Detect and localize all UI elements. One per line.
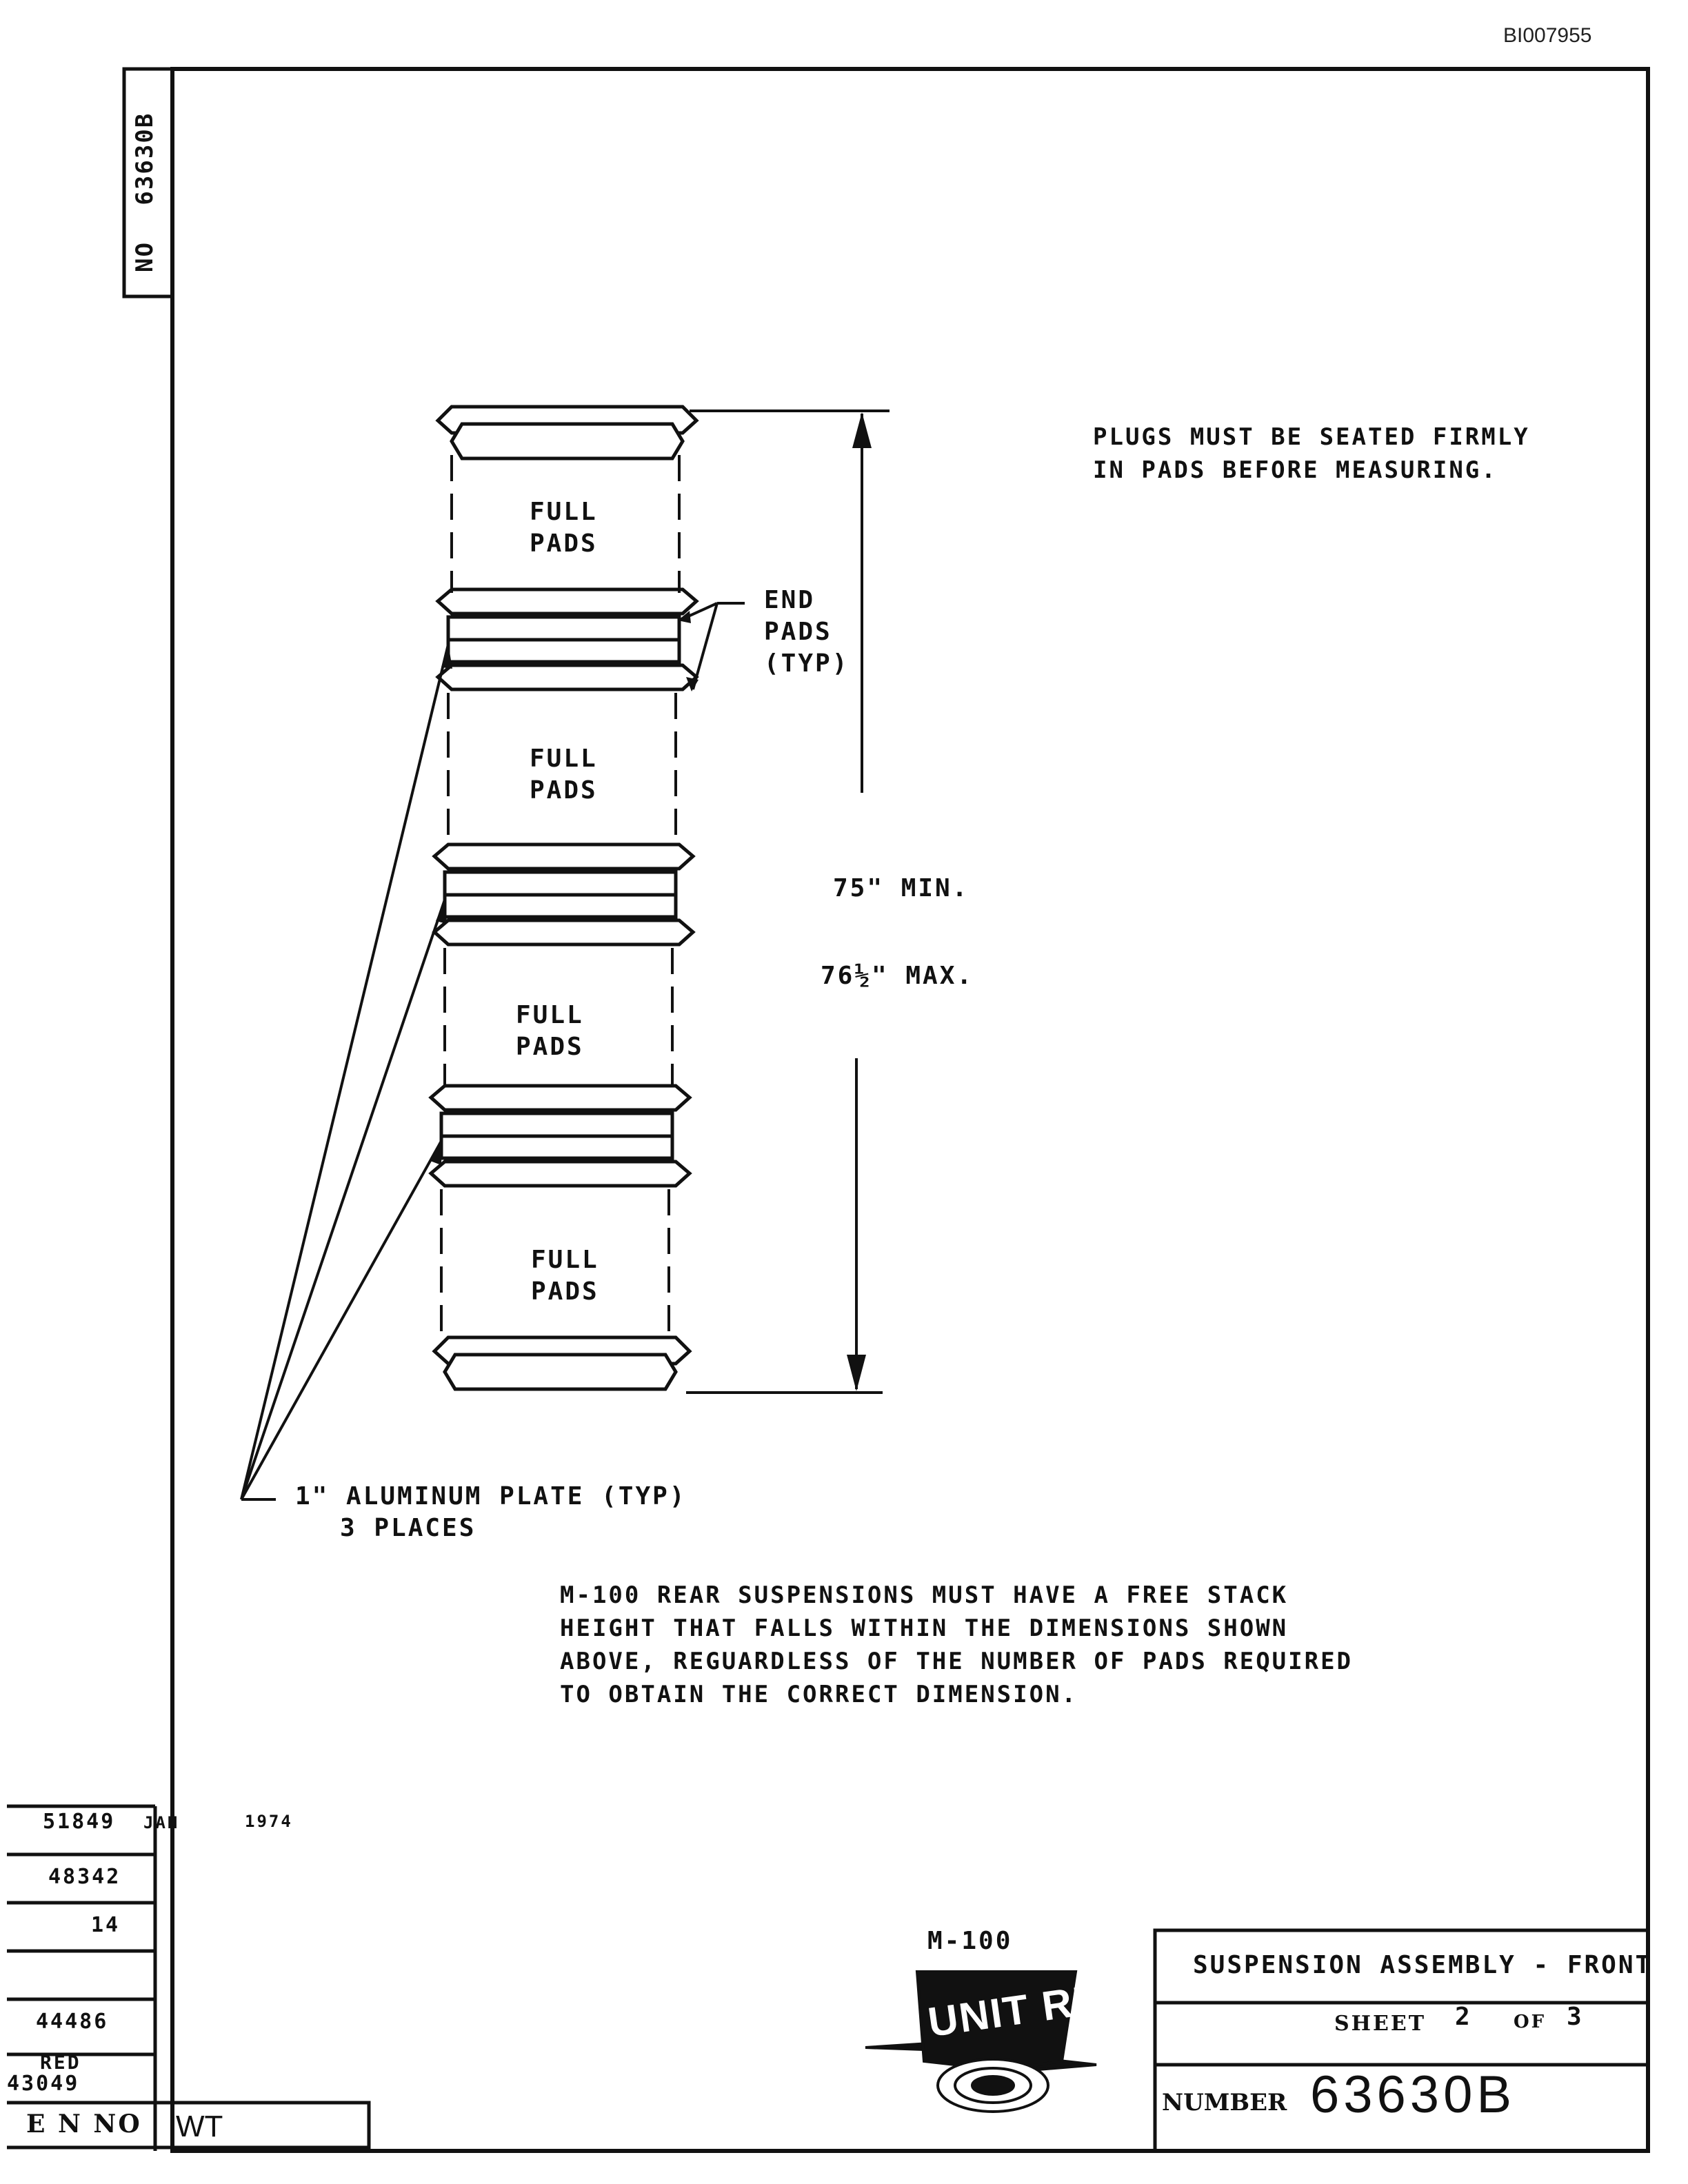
aluminum-plate-group <box>428 1084 692 1188</box>
en-no-label: E N NO <box>26 2110 142 2138</box>
end-pads-label-line: END <box>764 586 816 614</box>
main-note: M-100 REAR SUSPENSIONS MUST HAVE A FREE … <box>560 1579 1353 1711</box>
plugs-note-line: IN PADS BEFORE MEASURING. <box>1093 456 1498 484</box>
drawing-number: 63630B <box>1310 2065 1516 2124</box>
full-pads-label: FULL PADS <box>530 743 598 807</box>
revision-date: 1974 <box>245 1812 293 1831</box>
revision-entry: 48342 <box>48 1865 121 1889</box>
end-pad <box>435 405 699 461</box>
full-pads-label-line: PADS <box>516 1033 584 1061</box>
drawing-border <box>170 67 1650 2153</box>
model-label: M-100 <box>927 1927 1013 1955</box>
full-pads-label-line: PADS <box>530 529 598 558</box>
plate-leaders <box>240 643 452 1501</box>
document-id: BI007955 <box>1503 24 1592 47</box>
revision-entry: RED <box>40 2051 81 2074</box>
number-label: NUMBER <box>1162 2089 1287 2116</box>
main-note-line: M-100 REAR SUSPENSIONS MUST HAVE A FREE … <box>560 1581 1289 1609</box>
revision-entry: 43049 <box>7 2072 80 2096</box>
of-label: OF <box>1514 2012 1547 2032</box>
revision-entry: 44486 <box>36 2010 109 2034</box>
plugs-note-line: PLUGS MUST BE SEATED FIRMLY <box>1093 423 1530 451</box>
title-block-lines <box>1153 1928 1650 2153</box>
pad-stack <box>428 405 699 1391</box>
full-pads-label-line: FULL <box>516 1001 584 1029</box>
side-tab-drawing-number: 63630B <box>131 112 159 205</box>
revision-entry: 51849 <box>43 1810 116 1834</box>
end-pad <box>432 1335 692 1391</box>
end-pads-label-line: PADS <box>764 618 832 646</box>
full-pad-outlines <box>440 455 681 1337</box>
full-pads-label: FULL PADS <box>516 1000 584 1063</box>
dimension-max: 76½" MAX. <box>821 962 974 990</box>
dimension-lines <box>686 410 890 1394</box>
side-tab: NO 63630B <box>131 86 165 272</box>
plugs-note: PLUGS MUST BE SEATED FIRMLY IN PADS BEFO… <box>1093 421 1530 487</box>
full-pads-label-line: FULL <box>531 1246 599 1274</box>
revision-block-lines <box>7 1804 371 2151</box>
sheet-total: 3 <box>1567 2003 1584 2031</box>
full-pads-label: FULL PADS <box>531 1244 599 1308</box>
aluminum-plate-group <box>432 842 696 947</box>
full-pads-label-line: PADS <box>531 1277 599 1306</box>
sheet-number: 2 <box>1455 2003 1472 2031</box>
revision-date: JAN <box>143 1813 180 1832</box>
revision-entry: 14 <box>91 1913 121 1937</box>
full-pads-label-line: FULL <box>530 745 598 773</box>
full-pads-label-line: FULL <box>530 498 598 526</box>
aluminum-plate-label-line: 1" ALUMINUM PLATE (TYP) <box>295 1482 687 1510</box>
main-note-line: ABOVE, REGUARDLESS OF THE NUMBER OF PADS… <box>560 1648 1354 1675</box>
weight-label: WT <box>176 2110 223 2143</box>
side-tab-box <box>122 67 174 299</box>
side-tab-no-label: NO <box>131 241 159 272</box>
aluminum-plate-group <box>435 587 699 691</box>
end-pad-leaders <box>678 602 745 691</box>
end-pads-label-line: (TYP) <box>764 649 850 678</box>
aluminum-plate-label-line: 3 PLACES <box>340 1514 476 1542</box>
main-note-line: HEIGHT THAT FALLS WITHIN THE DIMENSIONS … <box>560 1615 1289 1642</box>
drawing-title: SUSPENSION ASSEMBLY - FRONT <box>1193 1951 1653 1979</box>
sheet-label: SHEET <box>1334 2012 1427 2036</box>
aluminum-plate-label: 1" ALUMINUM PLATE (TYP) 3 PLACES <box>295 1481 687 1544</box>
unit-rig-logo-icon <box>865 1970 1097 2113</box>
dimension-min: 75" MIN. <box>833 874 969 902</box>
main-note-line: TO OBTAIN THE CORRECT DIMENSION. <box>560 1681 1078 1708</box>
full-pads-label: FULL PADS <box>530 496 598 560</box>
full-pads-label-line: PADS <box>530 776 598 805</box>
end-pads-label: END PADS (TYP) <box>764 585 849 680</box>
